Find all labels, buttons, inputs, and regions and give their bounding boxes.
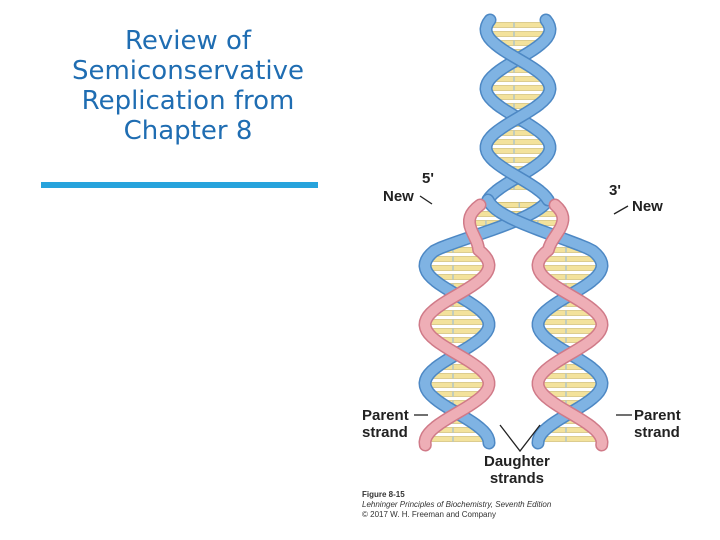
base-pair-rung [537, 265, 603, 271]
title-line-1: Review of [124, 26, 252, 56]
base-pair-rung [424, 382, 490, 388]
figure-caption: Figure 8-15 Lehninger Principles of Bioc… [362, 490, 551, 520]
new-strand-left [420, 200, 494, 450]
parent-strand-label-left: Parent strand [362, 407, 409, 441]
base-pair-rung [486, 148, 550, 154]
label-pointers [414, 195, 632, 453]
three-prime-label: 3' [609, 182, 621, 199]
base-pair-rung [425, 436, 489, 442]
pointer-new-left [419, 195, 433, 205]
title-underline [41, 182, 318, 188]
figure-number: Figure 8-15 [362, 490, 405, 499]
base-pair-rung [486, 31, 550, 37]
slide-title: Review of Semiconservative Replication f… [40, 26, 336, 146]
title-line-2: Semiconservative [71, 56, 305, 86]
base-pair-rung [424, 319, 490, 325]
front-strands [418, 13, 609, 452]
title-line-4: Chapter 8 [123, 116, 253, 146]
new-strand-label-left: New [383, 188, 414, 205]
base-pair-rung [537, 382, 603, 388]
base-pair-rung [424, 265, 490, 271]
parent-strand-right [482, 195, 607, 448]
base-pair-rung [537, 319, 603, 325]
daughter-strands-label: Daughter strands [484, 453, 550, 487]
back-strands [418, 13, 609, 450]
parent-strand-top-a [481, 15, 555, 205]
title-line-3: Replication from [81, 86, 295, 116]
book-edition: Seventh Edition [495, 500, 552, 509]
base-pair-rung [538, 436, 602, 442]
parent-strand-label-right: Parent strand [634, 407, 681, 441]
pointer-new-right [613, 205, 629, 215]
copyright-line: © 2017 W. H. Freeman and Company [362, 510, 496, 519]
five-prime-label: 5' [422, 170, 434, 187]
new-strand-label-right: New [632, 198, 663, 215]
parent-strand-left [420, 195, 554, 448]
book-title: Lehninger Principles of Biochemistry, [362, 500, 494, 509]
base-pair-rung [486, 22, 550, 28]
new-strand-right [533, 200, 607, 450]
base-pair-rung [485, 85, 551, 91]
parent-strand-top-b [481, 15, 555, 205]
base-pairs [424, 22, 603, 442]
pointer-daughter-strands [499, 424, 541, 453]
